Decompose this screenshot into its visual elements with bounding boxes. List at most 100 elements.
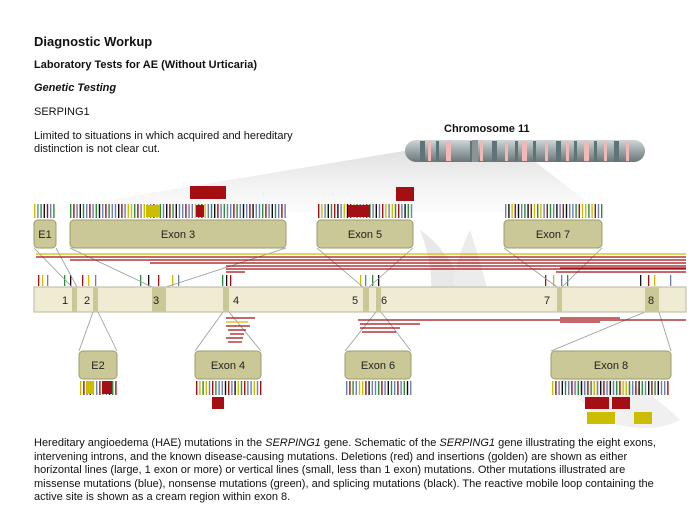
insertion-block	[146, 205, 160, 217]
mutation-tick-exon8	[664, 381, 666, 395]
mutation-tick-exon5	[378, 204, 381, 218]
mutation-tick-exon3	[172, 204, 174, 218]
chromosome-band	[533, 141, 536, 161]
mutation-tick-exon7	[581, 204, 584, 218]
mutation-tick-exon8	[667, 381, 669, 395]
mutation-tick-exon3	[185, 204, 187, 218]
mutation-tick-exon6	[394, 381, 396, 395]
exon-number: 2	[84, 295, 90, 307]
mutation-tick-exon3	[105, 204, 107, 218]
mutation-tick-exon8	[555, 381, 557, 395]
mutation-tick-exon3	[95, 204, 97, 218]
mutation-tick-exon4	[228, 381, 230, 395]
mutation-tick-exon7	[524, 204, 526, 218]
mutation-tick-exon5	[401, 204, 403, 218]
gene-bar-tick	[64, 275, 66, 286]
caption-part: gene illustrating the eight exons, inter…	[34, 437, 656, 503]
mutation-tick-exon5	[404, 204, 406, 218]
chromosome-band	[420, 141, 425, 161]
mutation-tick-exon7	[540, 204, 542, 218]
exon-strip	[363, 287, 369, 312]
mutation-tick-exon3	[249, 204, 251, 218]
gene-bar-tick	[88, 275, 90, 286]
mutation-tick-exon3	[108, 204, 110, 218]
mutation-tick-exon7	[553, 204, 555, 218]
mutation-tick-exon4	[218, 381, 220, 395]
deletion-block	[196, 205, 204, 217]
chromosome-band	[604, 141, 607, 161]
mutation-tick-exon4	[253, 381, 255, 395]
mutation-tick-exon3	[76, 204, 78, 218]
deletion-block	[212, 397, 224, 409]
section-heading: Genetic Testing	[34, 82, 117, 94]
mutation-tick-exon4	[250, 381, 252, 395]
chromosome-band	[480, 141, 483, 161]
mutation-tick-exon7	[546, 204, 548, 218]
mutation-tick-exon7	[508, 204, 510, 218]
exon-strip	[645, 287, 659, 312]
mutation-tick-exon3	[137, 204, 139, 218]
mutation-tick-exon6	[397, 381, 399, 395]
callout-connector	[344, 311, 377, 352]
exon-number: 7	[544, 295, 550, 307]
centromere	[472, 140, 478, 162]
mutation-tick-exon8	[564, 381, 567, 395]
mutation-tick-exon7	[537, 204, 539, 218]
exon-number: 5	[352, 295, 358, 307]
mutation-tick-exon7	[549, 204, 552, 218]
gene-bar-tick	[158, 275, 160, 286]
chromosome-band	[626, 141, 629, 161]
mutation-tick-exon5	[324, 204, 326, 218]
mutation-tick-exon6	[374, 381, 377, 395]
gene-bar-tick	[140, 275, 142, 286]
mutation-tick-exon8	[628, 381, 631, 395]
mutation-tick-exon6	[410, 381, 412, 395]
mutation-tick-exon7	[527, 204, 529, 218]
exon-callout-label: Exon 6	[361, 360, 395, 372]
mutation-tick-exon7	[572, 204, 574, 218]
chromosome-band	[446, 141, 451, 161]
mutation-tick-exon7	[530, 204, 532, 218]
zoom-fan	[36, 150, 600, 212]
mutation-tick-exon7	[521, 204, 523, 218]
insertion-block	[587, 412, 615, 424]
exon-callout-label: E2	[91, 360, 104, 372]
mutation-tick-exon7	[578, 204, 580, 218]
mutation-tick-exon3	[268, 204, 270, 218]
gene-bar-tick	[230, 275, 232, 286]
mutation-tick-exon3	[204, 204, 206, 218]
mutation-tick-exon4	[240, 381, 243, 395]
mutation-tick-exon3	[220, 204, 222, 218]
mutation-tick-exon3	[70, 204, 72, 218]
mutation-tick-exon1	[34, 204, 36, 218]
mutation-tick-exon3	[118, 204, 120, 218]
mutation-tick-exon8	[651, 381, 653, 395]
chromosome-band	[505, 141, 508, 161]
mutation-tick-exon2	[96, 381, 98, 395]
mutation-tick-exon8	[571, 381, 573, 395]
insertion-block	[634, 412, 652, 424]
exon-strip	[223, 287, 229, 312]
gene-bar-tick	[82, 275, 84, 286]
mutation-tick-exon6	[384, 381, 386, 395]
chromosome-band	[492, 141, 497, 161]
mutation-tick-exon6	[381, 381, 383, 395]
gene-bar-tick	[148, 275, 150, 286]
mutation-tick-exon6	[365, 381, 367, 395]
mutation-tick-exon8	[632, 381, 634, 395]
caption-part: gene. Schematic of the	[320, 437, 440, 449]
mutation-tick-exon7	[543, 204, 545, 218]
gene-bar-tick	[360, 275, 362, 286]
mutation-tick-exon3	[121, 204, 123, 218]
mutation-tick-exon1	[53, 204, 55, 218]
mutation-tick-exon3	[191, 204, 193, 218]
mutation-tick-exon3	[262, 204, 264, 218]
mutation-tick-exon7	[556, 204, 558, 218]
mutation-tick-exon8	[580, 381, 583, 395]
mutation-tick-exon3	[242, 204, 245, 218]
mutation-tick-exon1	[40, 204, 42, 218]
mutation-tick-exon5	[388, 204, 390, 218]
chromosome-band	[515, 141, 518, 161]
gene-bar-tick	[640, 275, 642, 286]
mutation-tick-exon3	[140, 204, 142, 218]
